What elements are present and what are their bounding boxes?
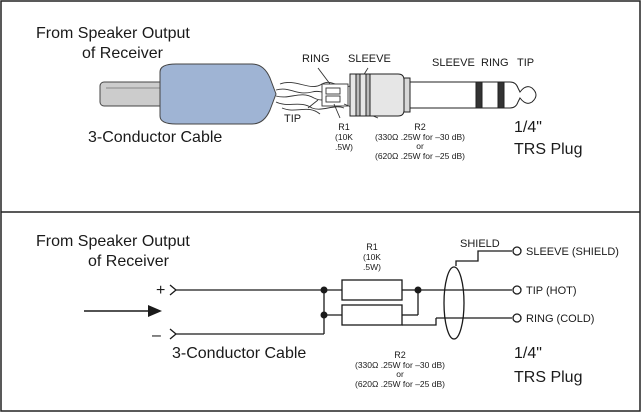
top-plug-line2: TRS Plug	[514, 141, 582, 158]
top-r2-line3: (620Ω .25W for –25 dB)	[375, 151, 465, 161]
r2-body-drawing	[325, 95, 341, 103]
r1-resistor	[341, 279, 403, 301]
top-cable-label: 3-Conductor Cable	[88, 129, 222, 146]
top-source-line2: of Receiver	[82, 45, 164, 62]
label-tip-left: TIP	[284, 113, 301, 125]
bottom-r2-line3: (620Ω .25W for –25 dB)	[355, 379, 445, 389]
plus-terminal-label: +	[156, 282, 165, 299]
shield-wire	[455, 250, 512, 266]
bottom-r2-name: R2	[394, 350, 406, 360]
wire-5	[281, 107, 321, 115]
minus-terminal-chevron	[169, 328, 178, 340]
barrel-ring-1	[355, 73, 361, 117]
tip-leader	[307, 99, 319, 109]
minus-terminal-label: –	[152, 327, 161, 344]
bottom-source-line1: From Speaker Output	[36, 233, 190, 250]
top-r1-line1: (10K	[335, 132, 353, 142]
bottom-r2-label: R2 (330Ω .25W for –30 dB) or (620Ω .25W …	[355, 350, 445, 389]
junction-dot-tip	[414, 286, 422, 294]
terminal-ring	[512, 313, 522, 323]
plug-insulator-2	[497, 81, 505, 109]
bottom-cable-label: 3-Conductor Cable	[172, 345, 306, 362]
top-r2-line2: or	[416, 141, 424, 151]
plug-tip	[503, 81, 537, 109]
bottom-r1-label: R1 (10K .5W)	[363, 242, 381, 272]
plus-terminal-chevron	[169, 284, 178, 296]
r1-body-drawing	[325, 87, 341, 95]
cable-boot	[159, 63, 277, 125]
output-ring-label: RING (COLD)	[526, 313, 594, 325]
bottom-r1-line1: (10K	[363, 252, 381, 262]
bottom-r2-line1: (330Ω .25W for –30 dB)	[355, 360, 445, 370]
output-tip-label: TIP (HOT)	[526, 285, 577, 297]
top-r1-name: R1	[338, 122, 350, 132]
trs-plug	[349, 73, 537, 117]
bottom-r1-line2: .5W)	[363, 262, 381, 272]
label-sleeve-left: SLEEVE	[348, 53, 391, 65]
top-r1-line2: .5W)	[335, 142, 353, 152]
solder-lug	[321, 83, 349, 107]
bottom-plug-line1: 1/4"	[514, 345, 542, 362]
ring-trace	[402, 318, 437, 326]
bottom-r1-name: R1	[366, 242, 378, 252]
terminal-sleeve	[512, 246, 522, 256]
ring-leader	[317, 67, 331, 85]
cable-illustration	[99, 63, 277, 125]
ring-loop	[324, 272, 412, 300]
label-sleeve-right: SLEEVE	[432, 57, 475, 69]
label-tip-right: TIP	[517, 57, 534, 69]
plug-insulator-1	[475, 81, 483, 109]
plug-ring	[481, 81, 499, 109]
input-arrow	[84, 305, 162, 317]
shield-ellipse	[443, 266, 465, 340]
input-arrow-head	[148, 305, 162, 317]
schematic-wiring	[169, 250, 512, 340]
output-sleeve-label: SLEEVE (SHIELD)	[526, 246, 619, 258]
top-source-line1: From Speaker Output	[36, 25, 190, 42]
top-panel: From Speaker Output of Receiver	[36, 25, 582, 161]
junction-dot-cold	[320, 311, 328, 319]
shield-label: SHIELD	[460, 238, 500, 250]
top-r2-label: R2 (330Ω .25W for –30 dB) or (620Ω .25W …	[375, 122, 465, 161]
bottom-plug-line2: TRS Plug	[514, 369, 582, 386]
label-ring-right: RING	[481, 57, 509, 69]
junction-dot-hot	[320, 286, 328, 294]
label-ring-left: RING	[302, 53, 330, 65]
top-r2-line1: (330Ω .25W for –30 dB)	[375, 132, 465, 142]
bottom-source-line2: of Receiver	[88, 253, 170, 270]
bottom-r2-line2: or	[396, 369, 404, 379]
r1-leader	[333, 103, 341, 119]
plug-collar	[403, 77, 411, 113]
top-plug-line1: 1/4"	[514, 119, 542, 136]
terminal-tip	[512, 285, 522, 295]
plug-sleeve	[409, 81, 477, 109]
top-r1-label: R1 (10K .5W)	[335, 122, 353, 152]
r2-resistor	[341, 304, 403, 326]
barrel-ring-2	[365, 73, 371, 117]
bottom-panel: From Speaker Output of Receiver + –	[36, 233, 619, 389]
top-r2-name: R2	[414, 122, 426, 132]
